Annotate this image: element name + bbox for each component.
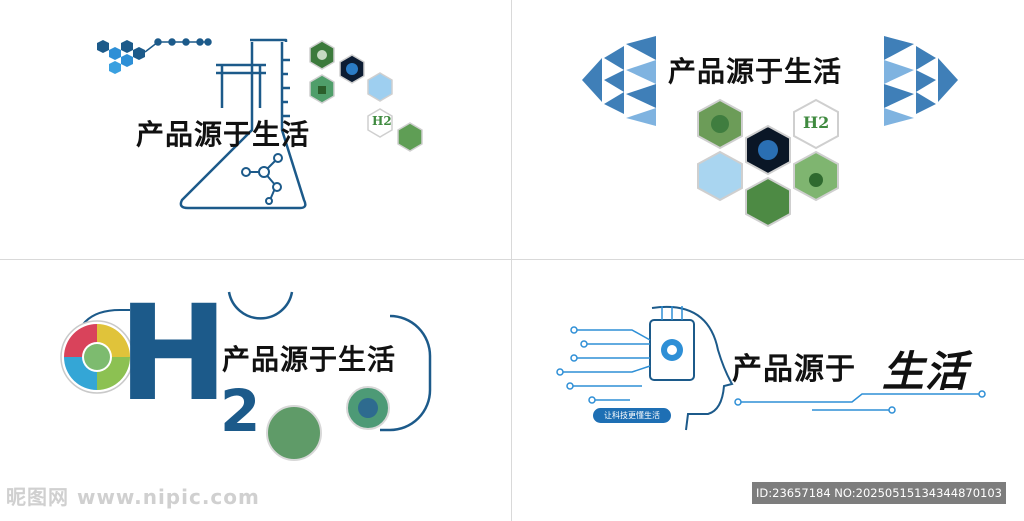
panel-h2-design: H 2 产品源于生活 (0, 260, 511, 521)
slogan-emphasis-text: 生活 (882, 347, 969, 396)
slogan-text: 产品源于生活 (668, 55, 843, 88)
big-h-letter: H (118, 277, 229, 431)
slogan-text: 产品源于生活 (136, 118, 311, 151)
molecule-hexagon-decoration (97, 38, 423, 210)
image-id-label: ID:23657184 NO:20250515134344870103 (752, 482, 1006, 504)
h2-hex-label: H2 (803, 113, 830, 132)
tech-badge: 让科技更懂生活 (593, 408, 671, 423)
big-two-digit: 2 (220, 377, 261, 445)
h2-lines-decoration (60, 291, 432, 461)
horizontal-divider (0, 259, 1024, 260)
panel-triangle-design: H2 产品源于生活 (512, 0, 1024, 259)
slogan-text: 产品源于生活 (222, 343, 397, 376)
circuit-head-decoration (556, 305, 986, 431)
panel-circuit-design: 产品源于 生活 (512, 260, 1024, 521)
site-watermark: 昵图网 www.nipic.com (6, 485, 260, 509)
panel-flask-design: H2 产品源于生活 (0, 0, 511, 259)
slogan-main-text: 产品源于 (732, 352, 856, 387)
h2-hex-label: H2 (372, 114, 392, 128)
triangle-arrows-decoration (582, 36, 958, 228)
vertical-divider (511, 0, 512, 521)
